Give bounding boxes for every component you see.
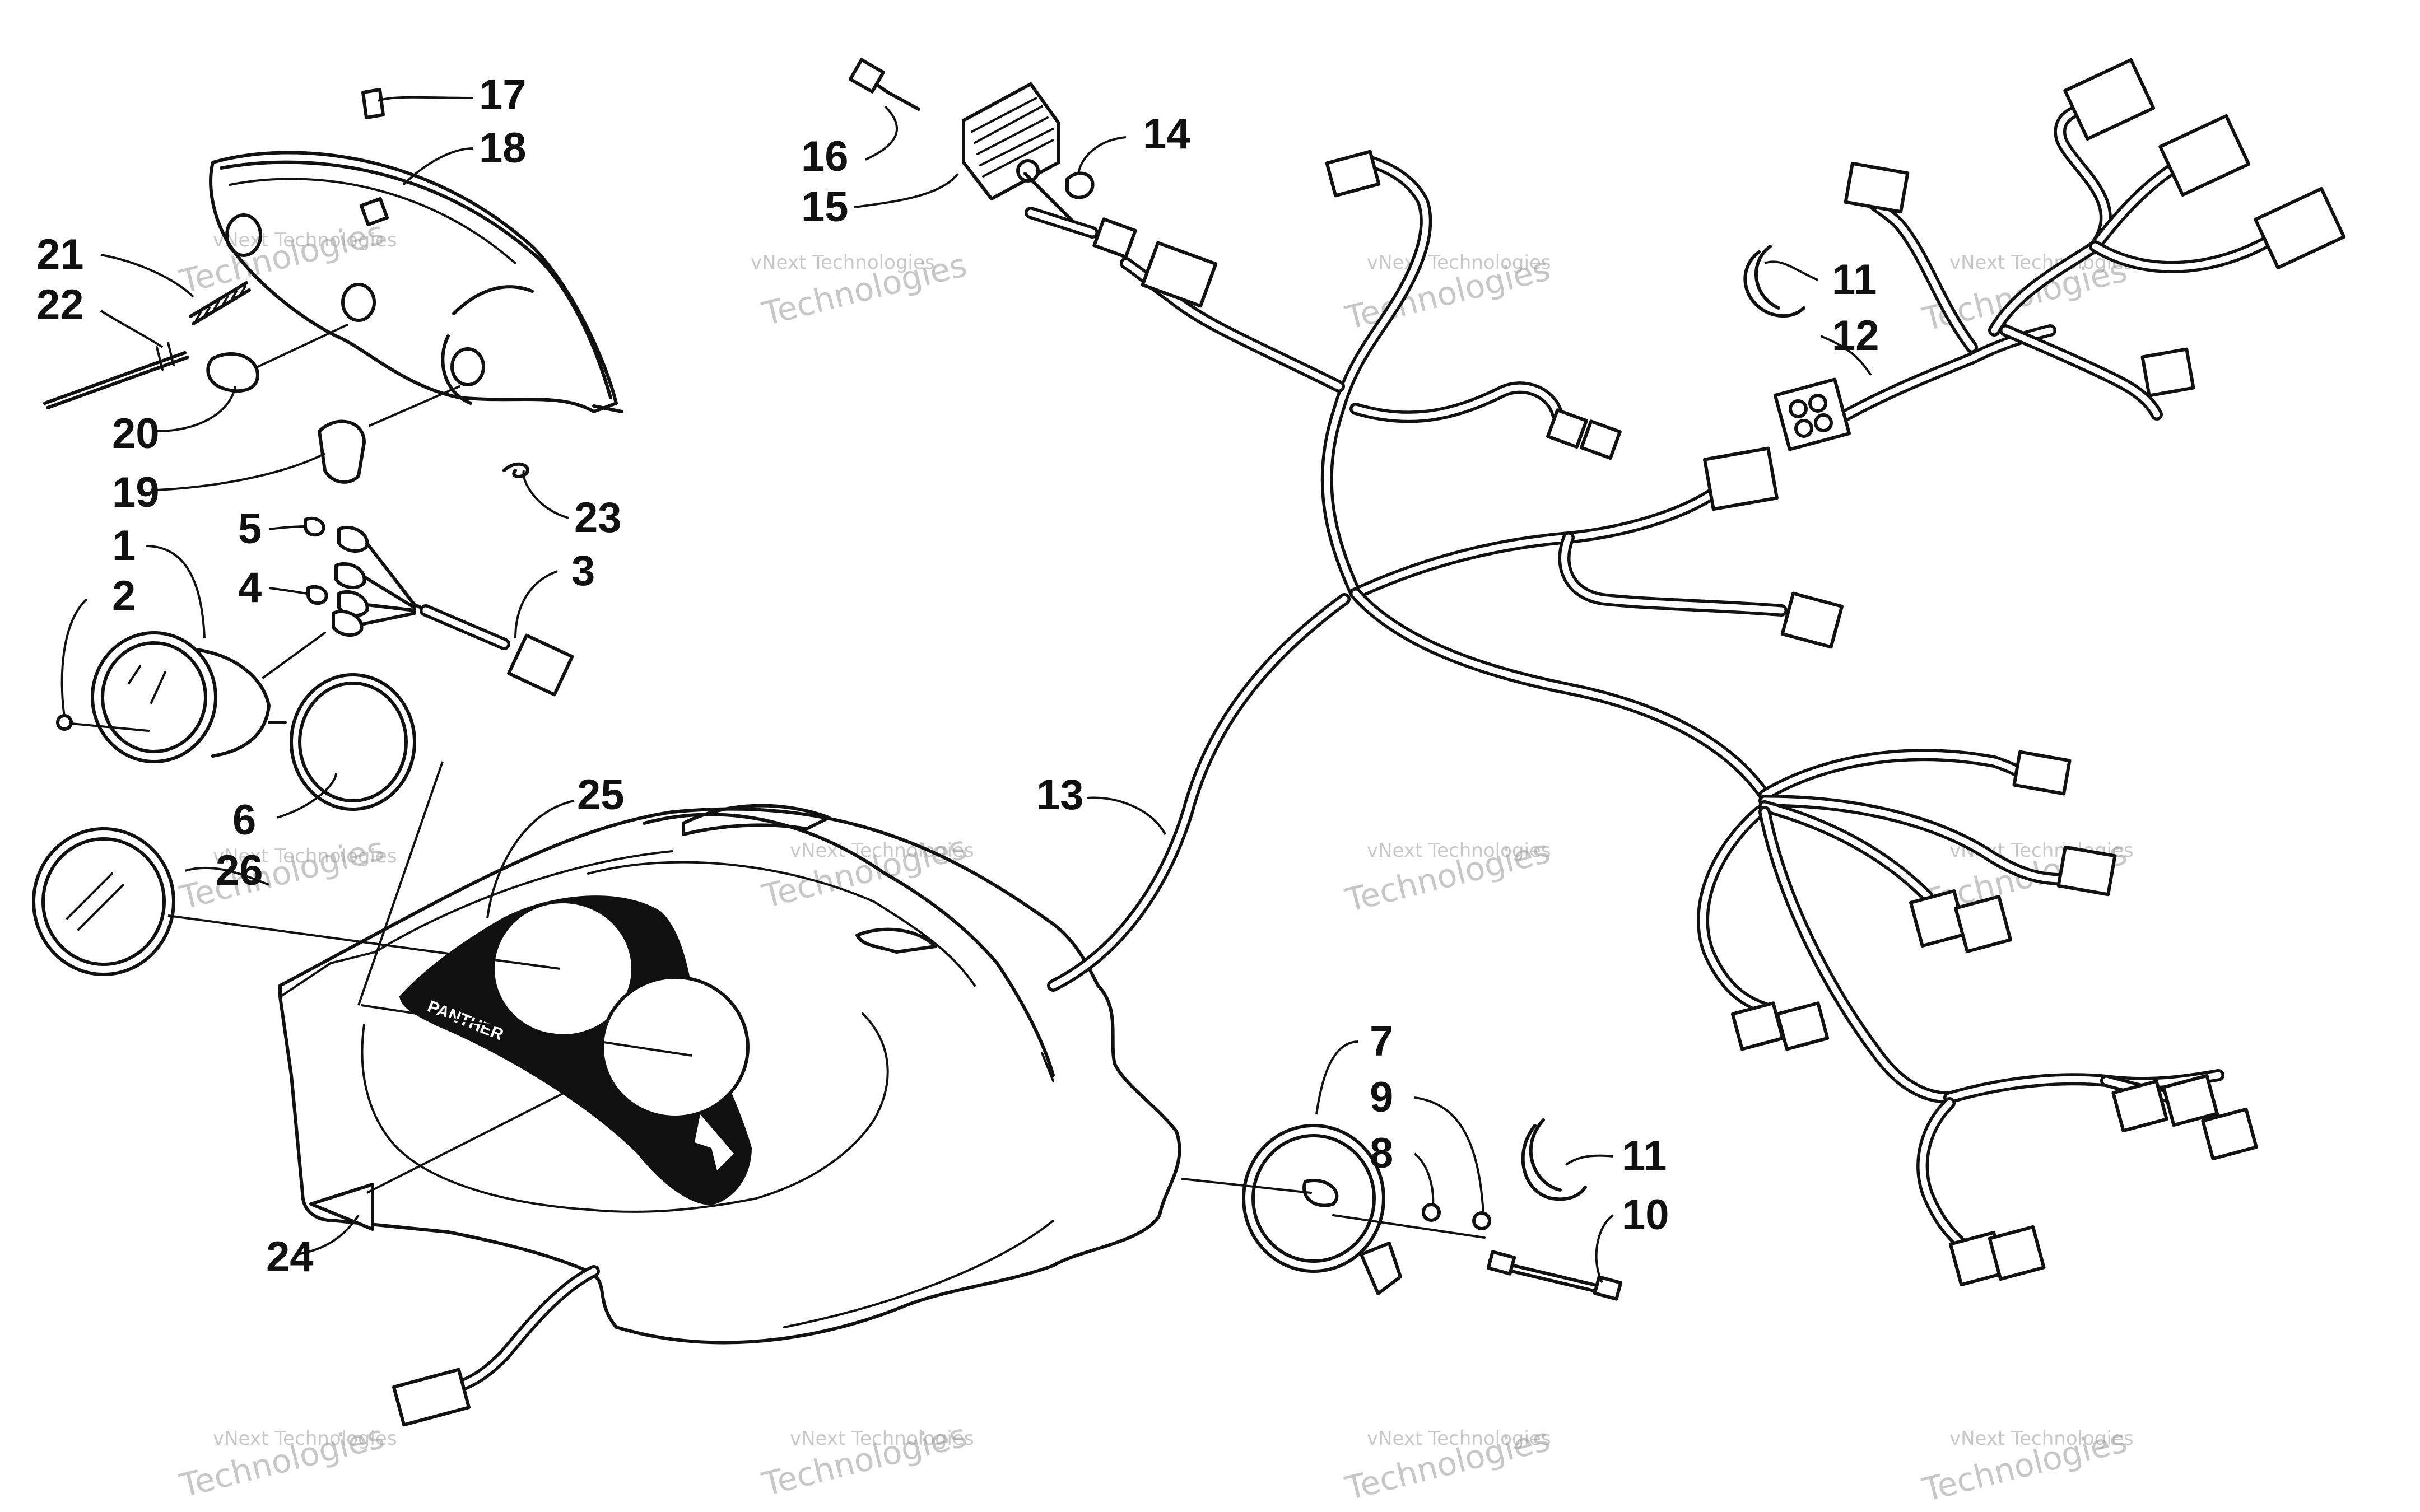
- gauge-wire-harness: [360, 542, 483, 634]
- watermark: vNext Technologies Technologies: [1919, 1421, 2134, 1509]
- bulb-socket: [337, 525, 369, 553]
- callout-18: 18: [479, 124, 527, 172]
- connector: [1773, 377, 1851, 451]
- callout-6: 6: [232, 796, 256, 844]
- svg-text:vNext Technologies: vNext Technologies: [1367, 1427, 1551, 1450]
- callout-1: 1: [112, 522, 136, 570]
- callout-25: 25: [577, 771, 625, 819]
- callout-8: 8: [1370, 1130, 1393, 1177]
- callout-7: 7: [1370, 1018, 1393, 1065]
- callout-19: 19: [112, 469, 160, 516]
- callout-11-upper: 11: [1832, 256, 1877, 304]
- connector: [2158, 114, 2251, 197]
- speedometer-group: [32, 516, 574, 976]
- connector: [2063, 58, 2156, 141]
- watermark: vNext Technologies Technologies: [1341, 1420, 1553, 1508]
- tachometer-housing: [1181, 1118, 1623, 1301]
- connector: [2254, 186, 2346, 269]
- watermark: vNext Technologies Technologies: [176, 1417, 397, 1505]
- callout-17: 17: [479, 71, 527, 119]
- lock-washer: [1472, 1211, 1491, 1230]
- callout-24: 24: [266, 1233, 314, 1281]
- gauge-housing: [1242, 1124, 1385, 1273]
- watermark: vNext Technologies Technologies: [758, 828, 974, 916]
- watermark: vNext Technologies Technologies: [751, 246, 970, 333]
- svg-text:vNext Technologies: vNext Technologies: [213, 229, 397, 251]
- hood-panel: PANTHER: [278, 804, 1181, 1427]
- callout-15: 15: [801, 183, 849, 231]
- main-wire-harness: [1047, 156, 2224, 1249]
- regulator-nut: [1065, 171, 1095, 199]
- speedometer-gauge: [91, 631, 217, 763]
- headlight-housing: [209, 151, 618, 413]
- connector: [1844, 161, 1910, 214]
- watermark: vNext Technologies Technologies: [176, 213, 397, 301]
- hood-outline: [278, 807, 1181, 1345]
- callout-21: 21: [36, 231, 84, 278]
- cable-tie: [1743, 250, 1805, 318]
- headlight-lens-rim: [220, 160, 612, 399]
- leader-lines: [61, 96, 1872, 1283]
- callout-23: 23: [574, 494, 622, 542]
- upper-right-harness: [1743, 58, 2346, 451]
- callout-9: 9: [1370, 1074, 1393, 1121]
- headlight-assembly: [43, 88, 623, 484]
- callout-10: 10: [1622, 1191, 1669, 1239]
- bulb-clip: [361, 88, 385, 119]
- svg-text:vNext Technologies: vNext Technologies: [213, 1427, 397, 1450]
- cable-tie: [1521, 1124, 1587, 1201]
- svg-text:vNext Technologies: vNext Technologies: [751, 251, 935, 274]
- indicator-bulb: [304, 516, 325, 537]
- bulb-socket: [332, 609, 364, 637]
- callouts: 17 18 21 22 20 19 23 5 4 3 1 2 6 26 25 2…: [36, 71, 1879, 1281]
- callout-14: 14: [1143, 110, 1190, 158]
- svg-text:vNext Technologies: vNext Technologies: [1367, 839, 1551, 862]
- svg-text:Technologies: Technologies: [176, 829, 388, 917]
- hood-connector: [392, 1368, 471, 1427]
- callout-5: 5: [238, 505, 262, 553]
- callout-12: 12: [1832, 312, 1879, 360]
- watermark: vNext Technologies Technologies: [1341, 250, 1553, 337]
- gauge-bezel-ring: [290, 673, 416, 811]
- callout-20: 20: [112, 410, 160, 458]
- svg-text:vNext Technologies: vNext Technologies: [790, 1427, 974, 1450]
- gauge-bulb: [56, 714, 73, 731]
- mounting-nut: [1422, 1203, 1441, 1222]
- watermark: vNext Technologies Technologies: [758, 1416, 974, 1504]
- gauge-lens: [32, 827, 175, 976]
- callout-22: 22: [36, 281, 84, 329]
- adjuster-screw: [43, 351, 189, 409]
- voltage-regulator: [848, 58, 1137, 259]
- watermark: vNext Technologies Technologies: [176, 829, 397, 917]
- bulb-socket: [334, 562, 366, 590]
- callout-2: 2: [112, 572, 136, 620]
- high-beam-bulb: [206, 352, 259, 393]
- callout-11-lower: 11: [1622, 1132, 1667, 1180]
- watermark: vNext Technologies Technologies: [1341, 832, 1553, 920]
- callout-4: 4: [238, 564, 262, 612]
- callout-16: 16: [801, 133, 849, 180]
- callout-3: 3: [571, 547, 595, 595]
- callout-26: 26: [216, 847, 263, 894]
- connector: [2140, 347, 2195, 398]
- svg-text:vNext Technologies: vNext Technologies: [1367, 251, 1551, 274]
- svg-text:vNext Technologies: vNext Technologies: [213, 845, 397, 867]
- harness-connectors: [1141, 150, 2258, 1287]
- wire-clip: [502, 462, 529, 478]
- bulb-socket: [318, 419, 366, 484]
- svg-text:vNext Technologies: vNext Technologies: [1949, 1427, 2134, 1450]
- adjuster-spring: [189, 281, 251, 325]
- indicator-bulb: [306, 585, 328, 605]
- callout-13: 13: [1036, 771, 1084, 819]
- svg-text:Technologies: Technologies: [176, 213, 388, 301]
